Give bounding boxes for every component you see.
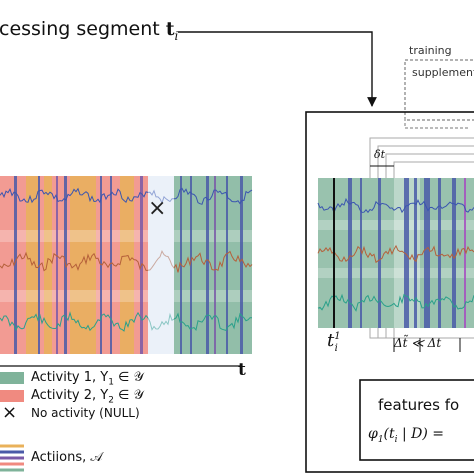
action-marker (100, 176, 102, 354)
action-marker (452, 178, 456, 328)
right-signal-panel (317, 178, 474, 328)
legend-activity1-tail: ∈ 𝒴 (113, 370, 144, 385)
action-marker (438, 178, 441, 328)
null-marker: × (148, 196, 167, 221)
segment-caption-sub: i (174, 28, 179, 43)
action-marker (226, 176, 228, 354)
left-signal-panel (0, 176, 253, 354)
action-marker (214, 176, 216, 354)
segment-start-symbol: t (327, 330, 335, 351)
delta-relation-label: Δt̃ ≪ Δt (394, 336, 442, 350)
features-box (359, 379, 474, 461)
segment-arrow (178, 31, 377, 107)
segment-start-sub: i (334, 342, 338, 354)
features-title: features fo (378, 396, 460, 414)
legend-activity2-text: Activity 2, Y (31, 388, 109, 403)
action-marker (414, 178, 417, 328)
training-connector (404, 118, 470, 129)
legend-activity2-tail: ∈ 𝒴 (113, 388, 144, 403)
sensor-row-stripe (0, 290, 252, 302)
formula-phi-sub: 1 (377, 434, 384, 445)
training-label: training (409, 44, 452, 57)
time-axis-label: t (238, 360, 246, 380)
left-activity-bands (0, 176, 252, 354)
sensor-signal-2 (317, 244, 474, 264)
segment-start-label: t1i (327, 330, 341, 354)
activity1-band (318, 178, 474, 328)
supplement-label: supplement (412, 66, 474, 79)
legend-activity2-sub: 2 (108, 395, 114, 406)
action-marker (360, 178, 362, 328)
action-marker (206, 176, 209, 354)
segment-caption: cessing segment ti (0, 18, 178, 47)
segment-caption-text: cessing segment (0, 18, 166, 40)
delta-t-small-label: δt (374, 148, 386, 161)
formula-end: | D) = (397, 426, 445, 442)
action-marker (348, 178, 352, 328)
feature-extraction-panel (305, 111, 474, 473)
legend-activity1-text: Activity 1, Y (31, 370, 109, 385)
action-marker (404, 178, 409, 328)
action-marker (378, 178, 381, 328)
legend-activity2-swatch (0, 390, 24, 402)
action-marker (464, 178, 466, 328)
features-formula: φ1(ti | D) = (368, 426, 444, 445)
legend-null-label: No activity (NULL) (31, 406, 140, 420)
right-sensor-signals (317, 197, 474, 312)
legend-activity1-swatch (0, 372, 24, 384)
sensor-signal-3 (317, 293, 474, 312)
sensor-signal-3 (0, 311, 253, 332)
segment-caption-symbol: t (165, 18, 175, 40)
formula-phi: φ (368, 426, 378, 442)
delta-bracket (393, 338, 461, 352)
legend-activity1-sub: 1 (108, 377, 114, 388)
legend-actions-label: Actiions, 𝒜 (31, 450, 103, 465)
left-sensor-signals (0, 187, 253, 332)
sensor-signal-1 (317, 197, 474, 214)
legend-actions-swatch (0, 444, 24, 472)
null-region (148, 176, 174, 354)
action-band (120, 176, 134, 354)
formula-rest: (t (383, 426, 395, 442)
legend-activity1-label: Activity 1, Y1 ∈ 𝒴 (31, 370, 144, 388)
action-band (44, 176, 52, 354)
action-marker (240, 176, 243, 354)
formula-ti-sub: i (394, 434, 398, 445)
training-supplement-box (404, 59, 474, 121)
sensor-row-stripe (318, 220, 474, 230)
sensor-signal-2 (0, 250, 253, 273)
action-marker (56, 176, 58, 354)
action-marker (14, 176, 17, 354)
sensor-signal-1 (0, 187, 253, 205)
action-marker (110, 176, 112, 354)
sensor-row-stripe (0, 230, 252, 242)
legend-activity2-label: Activity 2, Y2 ∈ 𝒴 (31, 388, 144, 406)
action-marker (424, 178, 430, 328)
action-band (70, 176, 96, 354)
segment-start-sup: 1 (334, 331, 341, 342)
action-marker (38, 176, 40, 354)
legend-null-symbol: × (2, 402, 18, 423)
sensor-row-stripe (318, 268, 474, 278)
right-action-markers (348, 178, 466, 328)
action-marker (190, 176, 192, 354)
activity1-band (174, 176, 252, 354)
